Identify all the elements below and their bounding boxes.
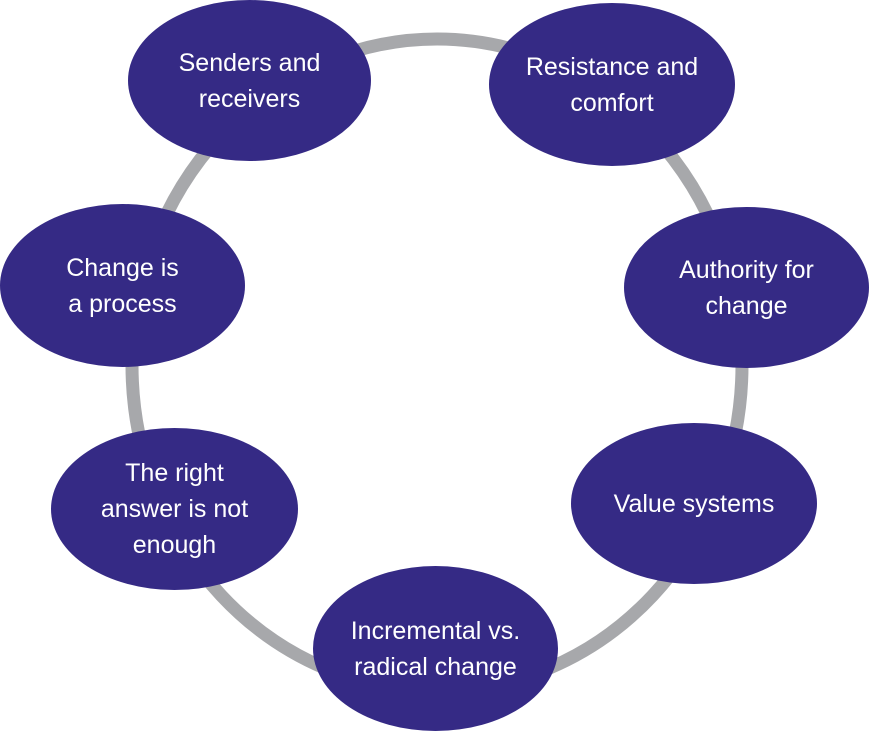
node-label-line: Senders and [178,48,321,77]
node-label-line: enough [132,531,217,559]
node-right-answer: The right answer is not enough [51,428,298,590]
node-label-line: change [705,291,788,320]
node-senders-receivers: Senders and receivers [128,0,371,161]
node-label-line: The right [125,459,224,487]
node-label-line: Value systems [613,489,775,518]
node-incremental-radical: Incremental vs. radical change [313,566,558,731]
node-value-systems: Value systems [571,423,817,584]
node-label-line: comfort [570,88,654,117]
node-label-line: a process [68,289,177,318]
node-resistance-comfort: Resistance and comfort [489,3,735,166]
node-label-line: Authority for [679,255,814,284]
node-change-process: Change is a process [0,204,245,367]
node-label-line: radical change [354,652,517,681]
node-label-line: receivers [198,84,301,113]
node-label-line: Resistance and [525,52,699,81]
node-authority-for-change: Authority for change [624,207,869,368]
node-label-line: answer is not [100,495,249,523]
node-label-line: Change is [66,253,179,282]
node-label-line: Incremental vs. [350,616,521,645]
